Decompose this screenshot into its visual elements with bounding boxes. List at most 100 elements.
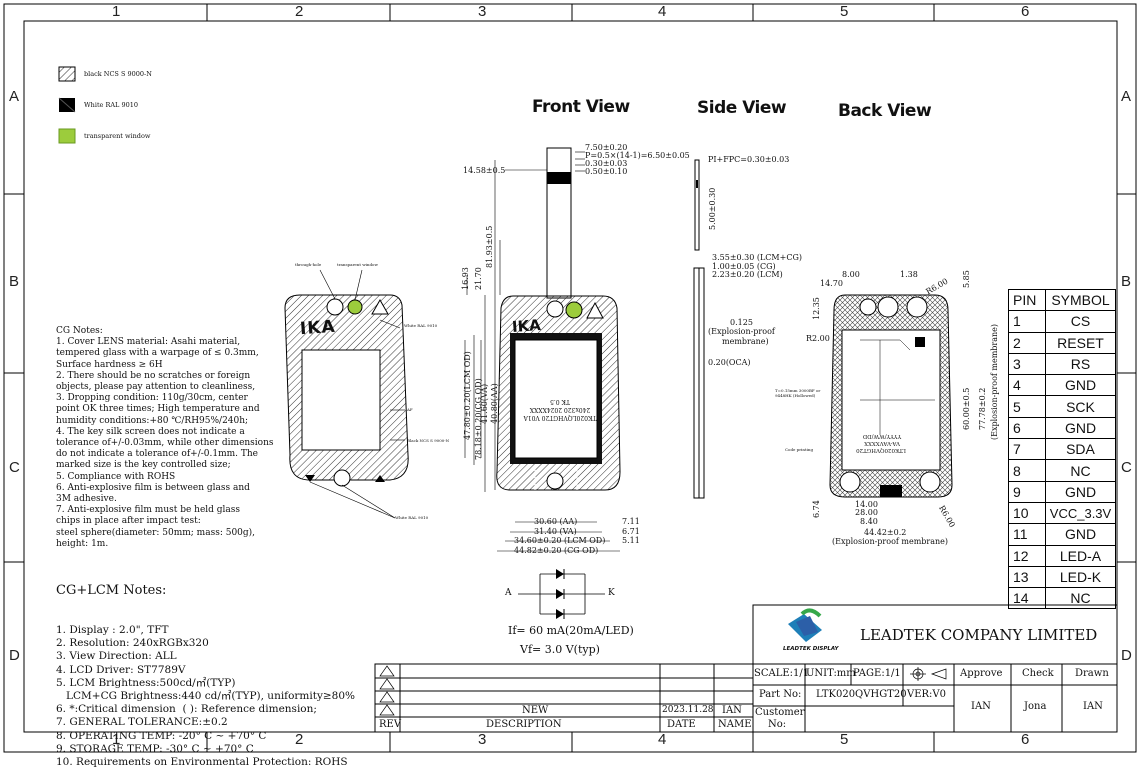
pin-symbol: RESET [1045,331,1116,354]
left-callout-transparent: transparent window [337,262,378,267]
side-dim-4: 2.23±0.20 (LCM) [712,270,783,279]
rev-description: NEW [522,705,549,716]
front-dim-top-0: 7.50±0.20 [585,143,628,152]
frame-col-3: 3 [478,3,487,20]
back-dim-11: 28.00 [855,508,878,517]
rev-date: 2023.11.28 [662,705,714,715]
side-dim-6: (Explosion-proof [708,327,775,336]
back-dim-16: (Explosion-proof membrane) [832,537,949,546]
tb-unit: UNIT:mm [806,668,856,679]
legend-black-swatch [58,97,76,113]
frame-row-d-right: D [1121,647,1132,664]
tb-check: Check [1022,668,1054,679]
rev-name: IAN [722,705,742,716]
frame-col-3-bottom: 3 [478,731,487,748]
lcm-notes-body: 1. Display : 2.0", TFT 2. Resolution: 24… [56,624,356,769]
frame-row-c: C [9,459,20,476]
back-dim-1: 1.38 [900,270,918,279]
pin-symbol: LED-A [1045,544,1116,567]
back-dim-15: 44.42±0.2 [864,528,907,537]
legend-white: White RAL 9010 [58,97,138,113]
led-circuit-diagram [518,569,605,619]
pin-symbol: GND [1045,374,1116,397]
tb-part-no: LTK020QVHGT20 [816,689,907,700]
side-dim-2: 3.55±0.30 (LCM+CG) [712,253,802,262]
tb-drawn: Drawn [1075,668,1109,679]
rev-header-date: DATE [667,719,696,730]
legend-transparent: transparent window [58,128,150,144]
front-dim-top-4: 14.58±0.5 [463,166,506,175]
pin-header: PIN [1008,288,1046,312]
legend-black: black NCS S 9000-N [58,66,152,82]
pin-table-header: PIN SYMBOL [1008,288,1116,312]
legend-transparent-label: transparent window [84,132,151,140]
frame-col-1-bottom: 1 [112,731,121,748]
back-dim-2: 14.70 [820,279,843,288]
tb-check-name: Jona [1024,701,1047,712]
frame-col-5: 5 [840,3,849,20]
leadtek-logo-icon [788,608,822,642]
left-callout-through-hole: through-hole [295,262,322,267]
back-dim-6: R2.00 [806,334,830,343]
frame-row-b: B [9,273,20,290]
frame-col-6-bottom: 6 [1021,731,1030,748]
side-view-title: Side View [697,98,787,118]
side-dim-0: PI+FPC=0.30±0.03 [708,155,790,164]
back-note-code: Code printing [785,447,814,452]
side-view-drawing [693,159,705,499]
left-callout-white-2: White RAL 9010 [395,515,429,520]
pin-number: 14 [1008,587,1046,610]
frame-col-4-bottom: 4 [658,731,667,748]
frame-col-2: 2 [295,3,304,20]
front-dim-top-3: 0.50±0.10 [585,167,628,176]
front-dim-b-5: 6.71 [622,527,640,536]
frame-row-a: A [9,88,20,105]
tb-drawn-name: IAN [1083,701,1103,712]
frame-row-b-right: B [1121,273,1132,290]
frame-col-1: 1 [112,3,121,20]
front-dim-b-3: 44.82±0.20 (CG OD) [514,546,599,555]
back-dim-10: 14.00 [855,500,878,509]
led-anode-label: A [505,588,512,598]
led-voltage: Vf= 3.0 V(typ) [520,643,600,656]
legend-white-label: White RAL 9010 [84,101,138,109]
frame-row-c-right: C [1121,459,1132,476]
side-dim-8: 0.20(OCA) [708,358,751,367]
side-dim-3: 1.00±0.05 (CG) [712,262,776,271]
left-callout-white-1: White RAL 9010 [404,323,438,328]
side-dim-5: 0.125 [730,318,753,327]
tb-approve: Approve [960,668,1003,679]
leadtek-logo-text: LEADTEK DISPLAY [783,646,839,652]
tb-scale: SCALE:1/1 [754,668,810,679]
rev-header-rev: REV [379,719,402,730]
lcm-notes: CG+LCM Notes: 1. Display : 2.0", TFT 2. … [56,558,355,782]
company-name: LEADTEK COMPANY LIMITED [860,626,1098,644]
pin-symbol: NC [1045,459,1116,482]
tb-ver: VER:V0 [907,689,947,700]
front-dim-b-6: 5.11 [622,536,640,545]
frame-col-4: 4 [658,3,667,20]
cg-notes: CG Notes: 1. Cover LENS material: Asahi … [56,326,274,549]
pin-symbol: VCC_3.3V [1045,501,1116,525]
tb-page: PAGE:1/1 [853,668,901,679]
tb-approve-name: IAN [971,701,991,712]
frame-col-2-bottom: 2 [295,731,304,748]
left-callout-black: Black NCS S 9000-N [407,438,450,443]
frame-row-d: D [9,647,20,664]
legend-black-label: black NCS S 9000-N [84,70,152,78]
symbol-header: SYMBOL [1045,288,1116,312]
front-view-drawing [464,147,621,552]
pin-symbol: GND [1045,416,1116,440]
front-dim-top-1: P=0.5×(14-1)=6.50±0.05 [585,151,690,160]
title-block-lines [374,604,1118,733]
side-dim-7: membrane) [722,337,769,346]
front-dim-b-4: 7.11 [622,517,640,526]
